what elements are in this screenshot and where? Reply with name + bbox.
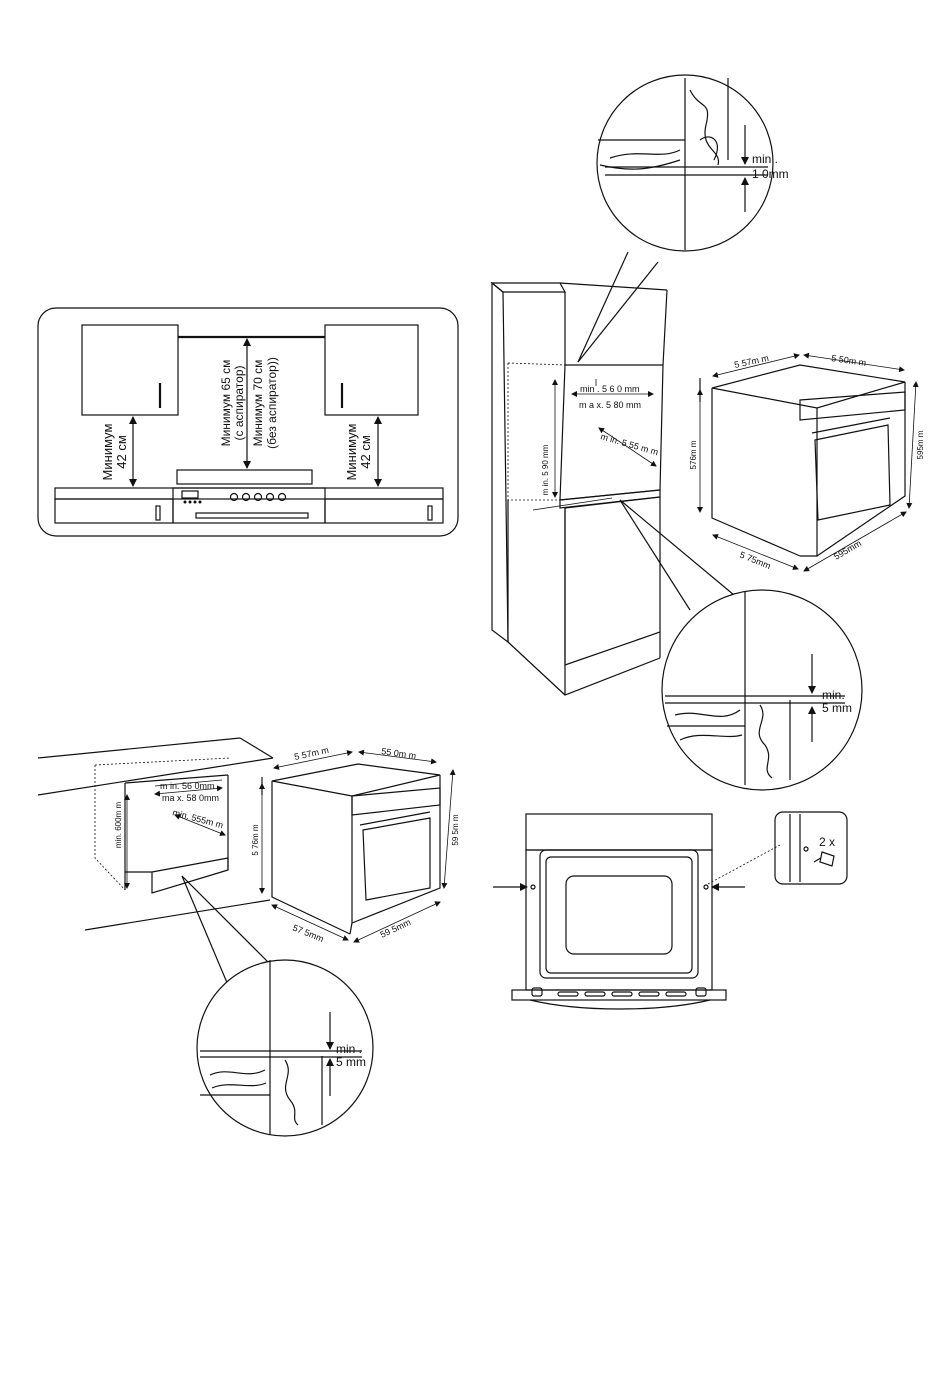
- without-hood-label-2: (без аспиратор)): [265, 357, 279, 449]
- zoom-detail-top: min . 1 0mm: [577, 74, 789, 363]
- oven-bottom-d595w: 59 5mm: [379, 917, 413, 940]
- uc-min555-label: min. 555m m: [171, 807, 224, 830]
- oven-front-fixing: 2 x: [493, 811, 848, 1010]
- oven-right-d595w: 595mm: [832, 538, 863, 562]
- uc-max580-label: ma x. 58 0mm: [162, 793, 219, 803]
- zoom-detail-right: min. 5 mm: [619, 499, 863, 791]
- oven-bottom-d550: 55 0m m: [381, 746, 417, 761]
- zoom-detail-bottom: min . 5 mm: [181, 875, 374, 1137]
- oven-bottom-d557: 5 57m m: [293, 745, 329, 762]
- zoom-bottom-value-label: 5 mm: [336, 1055, 366, 1069]
- column-min555-label: m in. 5 55 m m: [599, 431, 659, 457]
- oven-right-d550: 5 50m m: [831, 353, 867, 368]
- uc-min600-label: min. 600m m: [114, 802, 123, 849]
- column-cabinet: min . 5 6 0 mm m a x. 5 80 mm m in. 5 90…: [490, 281, 668, 696]
- undercounter-cabinet: m in. 56 0mm ma x. 58 0mm min. 600m m mi…: [37, 737, 274, 931]
- column-max580-label: m a x. 5 80 mm: [579, 400, 641, 410]
- oven-bottom-d576: 5 76m m: [251, 824, 260, 855]
- oven-bottom: 5 57m m 55 0m m 5 76m m 59 5m m 57 5mm 5…: [251, 745, 460, 944]
- oven-right: 5 57m m 5 50m m 576m m 595m m 5 75mm 595…: [689, 352, 925, 572]
- oven-right-d576: 576m m: [689, 440, 698, 469]
- min42-left-label-2: 42 см: [114, 435, 129, 469]
- with-hood-label-1: Минимум 65 см: [219, 360, 233, 447]
- oven-right-d595h: 595m m: [916, 430, 925, 459]
- with-hood-label-2: (с аспиратор): [232, 366, 246, 441]
- zoom-right-value-label: 5 mm: [822, 701, 852, 715]
- zoom-right-min-label: min.: [822, 688, 845, 702]
- min42-right-label-1: Минимум: [344, 423, 359, 480]
- oven-bottom-d575: 57 5mm: [291, 923, 325, 944]
- clearance-panel: Минимум 42 см Минимум 42 см Минимум 65 с…: [37, 307, 459, 537]
- column-min560-label: min . 5 6 0 mm: [580, 384, 640, 394]
- zoom-top-min-label: min .: [752, 152, 778, 166]
- screw-qty-label: 2 x: [819, 835, 835, 849]
- zoom-top-value-label: 1 0mm: [752, 167, 789, 181]
- oven-right-d575: 5 75mm: [738, 550, 772, 571]
- oven-right-d557: 5 57m m: [733, 353, 769, 370]
- oven-bottom-d595h: 59 5m m: [451, 814, 460, 845]
- uc-min560-label: m in. 56 0mm: [160, 781, 215, 791]
- min42-left-label-1: Минимум: [100, 423, 115, 480]
- zoom-bottom-min-label: min .: [336, 1042, 362, 1056]
- min42-right-label-2: 42 см: [358, 435, 373, 469]
- column-min590-label: m in. 5 90 mm: [541, 444, 550, 495]
- without-hood-label-1: Минимум 70 см: [251, 360, 265, 447]
